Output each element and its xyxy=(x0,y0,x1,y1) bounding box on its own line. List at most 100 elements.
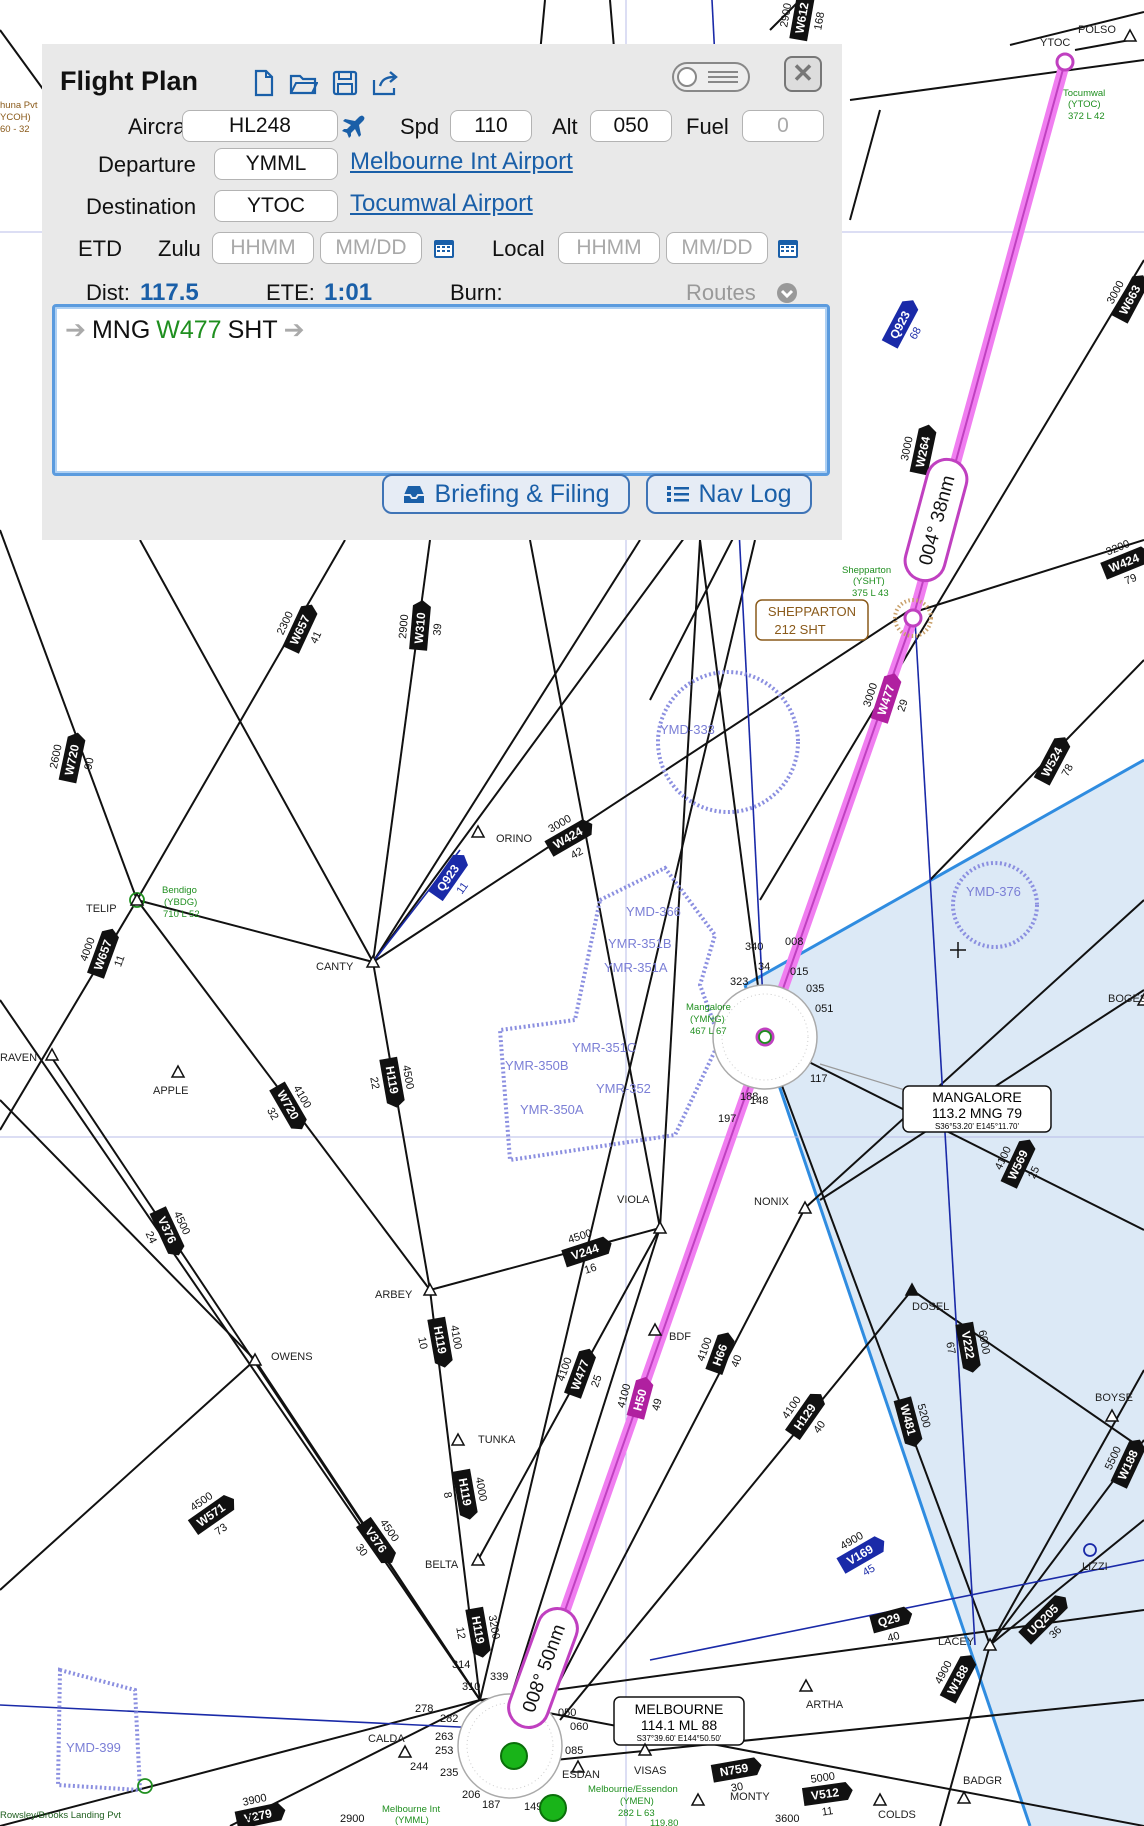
waypoint-symbol[interactable] xyxy=(129,892,145,906)
speed-input[interactable]: 110 xyxy=(450,110,532,142)
airway-distance: 25 xyxy=(1026,1165,1042,1181)
waypoint-symbol[interactable] xyxy=(397,1744,413,1758)
local-date-input[interactable]: MM/DD xyxy=(666,232,768,264)
airport-marker[interactable] xyxy=(539,1794,567,1822)
display-toggle[interactable] xyxy=(672,62,750,92)
save-icon[interactable] xyxy=(330,68,360,98)
waypoint-symbol[interactable] xyxy=(652,1220,668,1234)
aircraft-icon[interactable] xyxy=(342,114,368,140)
route-editor[interactable]: ➔ MNG W477 SHT ➔ xyxy=(52,304,830,476)
waypoint-symbol[interactable] xyxy=(798,1678,814,1692)
navaid-shepparton[interactable]: SHEPPARTON 212 SHT xyxy=(755,598,933,641)
new-file-icon[interactable] xyxy=(248,68,278,98)
briefing-filing-button[interactable]: Briefing & Filing xyxy=(382,474,630,514)
calendar-icon[interactable] xyxy=(432,236,456,260)
segment-label-north: 004° 38nm xyxy=(903,457,969,583)
waypoint-symbol[interactable] xyxy=(904,1282,920,1296)
navaid-coords: S37°39.60' E144°50.50' xyxy=(637,1734,722,1743)
destination-airport-link[interactable]: Tocumwal Airport xyxy=(350,190,533,217)
share-icon[interactable] xyxy=(370,68,400,98)
chevron-down-circle-icon[interactable] xyxy=(776,282,798,304)
waypoint-symbol[interactable] xyxy=(1104,1408,1120,1422)
airway-tag-shape xyxy=(87,928,119,979)
waypoint-symbol[interactable] xyxy=(797,1200,813,1214)
nav-log-button[interactable]: Nav Log xyxy=(646,474,812,514)
waypoint-symbol[interactable] xyxy=(872,1792,888,1806)
open-folder-icon[interactable] xyxy=(288,68,318,98)
aircraft-input[interactable]: HL248 xyxy=(182,110,338,142)
waypoint-symbol[interactable] xyxy=(450,1432,466,1446)
waypoint-symbol[interactable] xyxy=(1122,28,1138,42)
airway-tag-shape xyxy=(785,1393,825,1441)
waypoint-symbol[interactable] xyxy=(647,1322,663,1336)
route-waypoint[interactable]: MNG xyxy=(91,315,151,344)
waypoint-symbol[interactable] xyxy=(570,1759,586,1773)
fuel-input[interactable]: 0 xyxy=(742,110,824,142)
waypoint-symbol[interactable] xyxy=(365,954,381,968)
navaid-melbourne[interactable]: MELBOURNE 114.1 ML 88 S37°39.60' E144°50… xyxy=(613,1696,745,1746)
route-airway[interactable]: W477 xyxy=(156,315,222,344)
waypoint-symbol[interactable] xyxy=(170,1064,186,1078)
waypoint-symbol[interactable] xyxy=(44,1047,60,1061)
route-point-ytoc[interactable] xyxy=(1055,52,1075,72)
waypoint-symbol[interactable] xyxy=(690,1792,706,1806)
departure-airport-marker[interactable] xyxy=(500,1742,528,1770)
departure-airport-link[interactable]: Melbourne Int Airport xyxy=(350,148,573,175)
altitude-input[interactable]: 050 xyxy=(590,110,672,142)
navaid-mangalore[interactable]: MANGALORE 113.2 MNG 79 S36°53.20' E145°1… xyxy=(819,1063,1052,1133)
zulu-time-input[interactable]: HHMM xyxy=(212,232,314,264)
waypoint-symbol[interactable] xyxy=(470,1552,486,1566)
routes-dropdown[interactable]: Routes xyxy=(686,280,756,306)
route-point-sht[interactable] xyxy=(903,608,923,628)
waypoint-symbol[interactable] xyxy=(982,1637,998,1651)
radial-label: 051 xyxy=(815,1003,833,1015)
calendar-icon[interactable] xyxy=(776,236,800,260)
waypoint-label: ARBEY xyxy=(375,1289,413,1301)
departure-input[interactable]: YMML xyxy=(214,148,338,180)
route-waypoint[interactable]: SHT xyxy=(227,315,278,344)
waypoint-symbol[interactable] xyxy=(637,1742,653,1756)
waypoint-symbol[interactable] xyxy=(956,1790,972,1804)
waypoint-symbol[interactable] xyxy=(422,1282,438,1296)
zulu-date-input[interactable]: MM/DD xyxy=(320,232,422,264)
local-time-input[interactable]: HHMM xyxy=(558,232,660,264)
waypoint-symbol[interactable] xyxy=(470,824,486,838)
waypoint-symbol[interactable] xyxy=(1136,992,1144,1006)
waypoint-symbol[interactable] xyxy=(247,1352,263,1366)
radial-label: 035 xyxy=(806,983,824,995)
close-button[interactable]: ✕ xyxy=(784,56,822,92)
destination-input[interactable]: YTOC xyxy=(214,190,338,222)
